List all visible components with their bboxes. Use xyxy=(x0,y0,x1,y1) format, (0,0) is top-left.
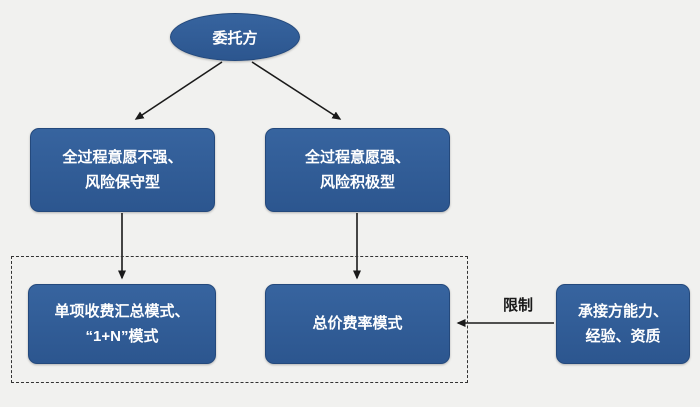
mode-group-frame xyxy=(11,256,468,383)
itemized-fee-mode-node: 单项收费汇总模式、 “1+N”模式 xyxy=(28,284,216,364)
active-node-line2: 风险积极型 xyxy=(319,174,395,191)
active-node: 全过程意愿强、 风险积极型 xyxy=(265,128,450,212)
active-node-line1: 全过程意愿强、 xyxy=(304,148,410,166)
lumpsum-rate-mode-node: 总价费率模式 xyxy=(265,284,450,364)
arrow-client-to-conservative xyxy=(134,61,223,120)
client-node-label: 委托方 xyxy=(212,29,258,47)
conservative-node-line2: 风险保守型 xyxy=(84,174,160,191)
conservative-node-line1: 全过程意愿不强、 xyxy=(62,148,183,166)
contractor-capability-node: 承接方能力、 经验、资质 xyxy=(556,284,690,364)
lumpsum-rate-mode-label: 总价费率模式 xyxy=(312,315,403,333)
itemized-fee-mode-line2: “1+N”模式 xyxy=(85,328,159,345)
restrict-edge-label: 限制 xyxy=(502,297,533,314)
client-node: 委托方 xyxy=(170,13,300,61)
contractor-capability-line2: 经验、资质 xyxy=(585,328,661,345)
arrow-client-to-active xyxy=(251,61,342,120)
contractor-capability-line1: 承接方能力、 xyxy=(577,302,668,320)
itemized-fee-mode-line1: 单项收费汇总模式、 xyxy=(54,302,190,320)
conservative-node: 全过程意愿不强、 风险保守型 xyxy=(30,128,215,212)
